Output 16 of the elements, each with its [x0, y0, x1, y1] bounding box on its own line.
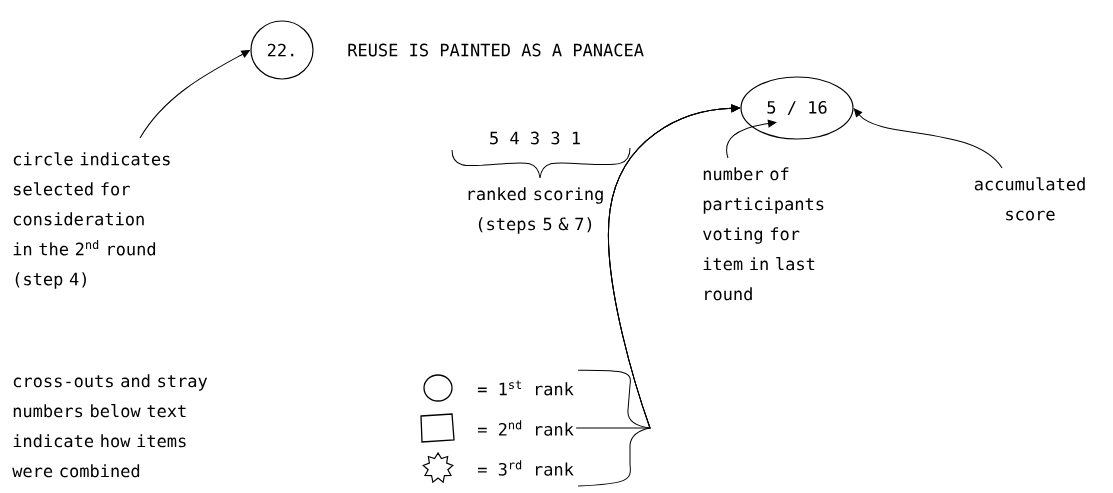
brace-arrow [577, 104, 740, 487]
arrow [726, 119, 777, 159]
rank-text: = 3$^{rd}$ rank [477, 460, 574, 476]
annotation-text: circle indicates selected for consideration in the 2$^{nd}$ round (step 4) [13, 152, 170, 289]
rank-text: = 2$^{nd}$ rank [477, 420, 574, 436]
annotation-text: accumulated score [974, 177, 1085, 221]
score-numbers: 5 4 3 3 1 [490, 131, 580, 145]
circled-number: 22. [250, 20, 314, 80]
score-oval: 5 / 16 [740, 76, 854, 140]
title: REUSE IS PAINTED AS A PANACEA [348, 43, 644, 57]
annotation-text: number of participants voting for item in last round [703, 167, 824, 301]
arrow [139, 50, 250, 139]
annotation-text: ranked scoring (steps 5 & 7) [468, 187, 603, 234]
arrow [853, 108, 1003, 169]
annotation-text: cross-outs and stray numbers below text indicate how items were combined [12, 374, 208, 478]
rank-text: = 1$^{st}$ rank [477, 380, 574, 396]
